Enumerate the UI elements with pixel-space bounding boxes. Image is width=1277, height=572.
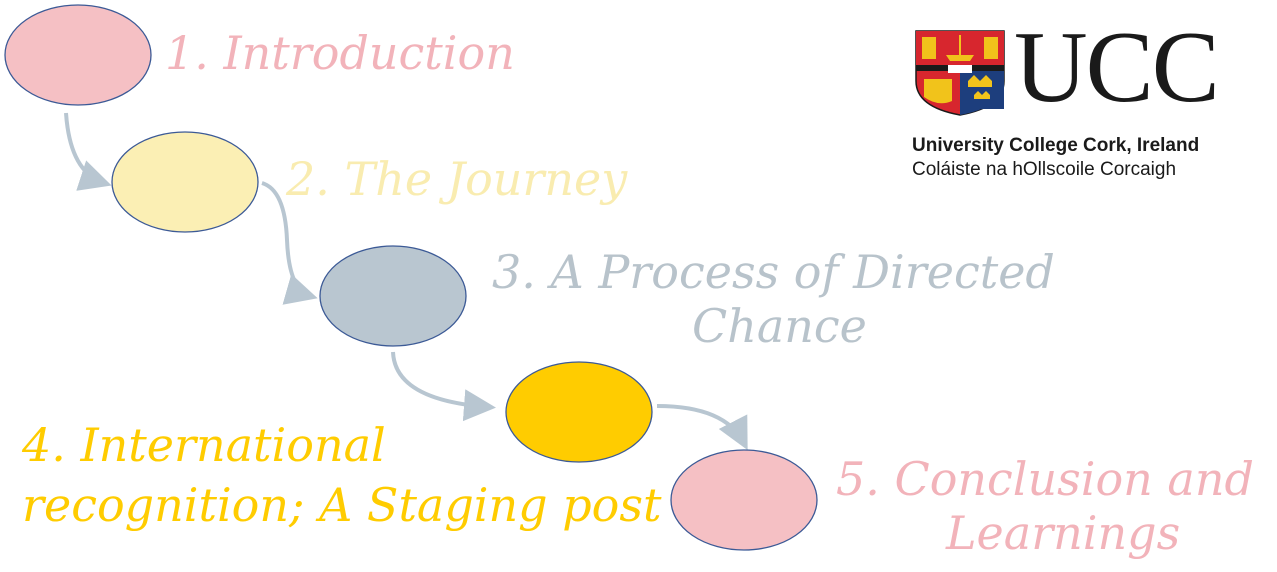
step-2-node bbox=[111, 131, 259, 233]
ucc-logo: UCC University College Cork, Ireland Col… bbox=[912, 13, 1242, 187]
step-4-node bbox=[505, 361, 653, 463]
step-5-line1: 5. Conclusion and bbox=[836, 452, 1254, 506]
step-5-line2: Learnings bbox=[946, 506, 1181, 560]
step-3-node bbox=[319, 245, 467, 347]
step-4-line1: 4. International bbox=[22, 418, 386, 472]
step-2-line1: 2. The Journey bbox=[286, 152, 628, 206]
logo-abbreviation: UCC bbox=[1014, 11, 1220, 124]
step-3-label: 3. A Process of Directed Chance bbox=[492, 245, 1055, 353]
step-1-label: 1. Introduction bbox=[165, 26, 515, 80]
step-1-line1: 1. Introduction bbox=[165, 26, 515, 80]
step-1-node bbox=[4, 4, 152, 106]
step-2-label: 2. The Journey bbox=[286, 152, 627, 206]
step-4-label: 4. International recognition; A Staging … bbox=[22, 418, 661, 532]
step-3-line1: 3. A Process of Directed bbox=[492, 245, 1055, 299]
connector-3-to-4 bbox=[391, 351, 496, 422]
ucc-crest-icon bbox=[915, 30, 1005, 116]
connector-4-to-5 bbox=[656, 404, 748, 451]
logo-name-en: University College Cork, Ireland bbox=[912, 135, 1200, 156]
logo-name-ga: Coláiste na hOllscoile Corcaigh bbox=[912, 159, 1177, 180]
step-4-line2: recognition; A Staging post bbox=[22, 478, 662, 532]
connector-1-to-2 bbox=[64, 112, 112, 191]
connector-2-to-3 bbox=[261, 181, 318, 305]
step-5-node bbox=[670, 449, 818, 551]
step-nodes bbox=[4, 4, 818, 551]
connectors bbox=[64, 112, 748, 451]
step-3-line2: Chance bbox=[692, 299, 867, 353]
step-5-label: 5. Conclusion and Learnings bbox=[836, 452, 1254, 560]
